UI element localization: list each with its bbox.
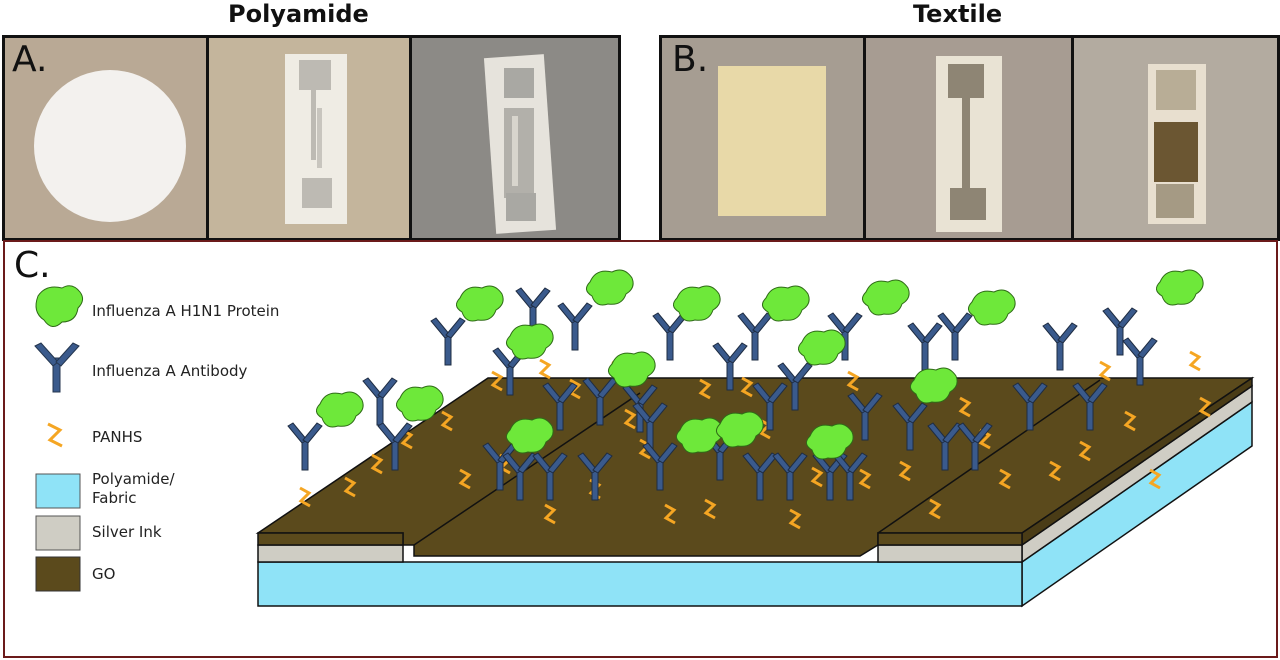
go-fabric-image [1148, 64, 1206, 224]
panel-c-frame [3, 240, 1278, 658]
printed-fabric-image [936, 56, 1002, 232]
legend-label-panhs: PANHS [92, 428, 143, 446]
legend-label-polyamide-1: Polyamide/ [92, 470, 175, 488]
legend-label-go: GO [92, 565, 116, 583]
go-electrode-image [483, 54, 557, 234]
textile-title: Textile [913, 0, 1003, 28]
legend-label-antibody: Influenza A Antibody [92, 362, 248, 380]
polyamide-title: Polyamide [228, 0, 369, 28]
textile-photo-printed-fabric [863, 35, 1075, 241]
white-disc-image [34, 70, 186, 222]
textile-photo-go-fabric [1071, 35, 1280, 241]
polyamide-photo-blank-disc [2, 35, 210, 241]
polyamide-photo-printed-electrode [206, 35, 413, 241]
legend-label-polyamide-2: Fabric [92, 489, 137, 507]
panel-label-a: A. [12, 39, 48, 80]
panel-label-b: B. [672, 39, 709, 80]
blank-fabric-image [718, 66, 826, 216]
panel-label-c: C. [14, 245, 51, 286]
legend-label-silver: Silver Ink [92, 523, 162, 541]
printed-electrode-image [285, 54, 347, 224]
legend-label-protein: Influenza A H1N1 Protein [92, 302, 280, 320]
textile-photo-blank-fabric [659, 35, 867, 241]
polyamide-photo-go-electrode [409, 35, 621, 241]
